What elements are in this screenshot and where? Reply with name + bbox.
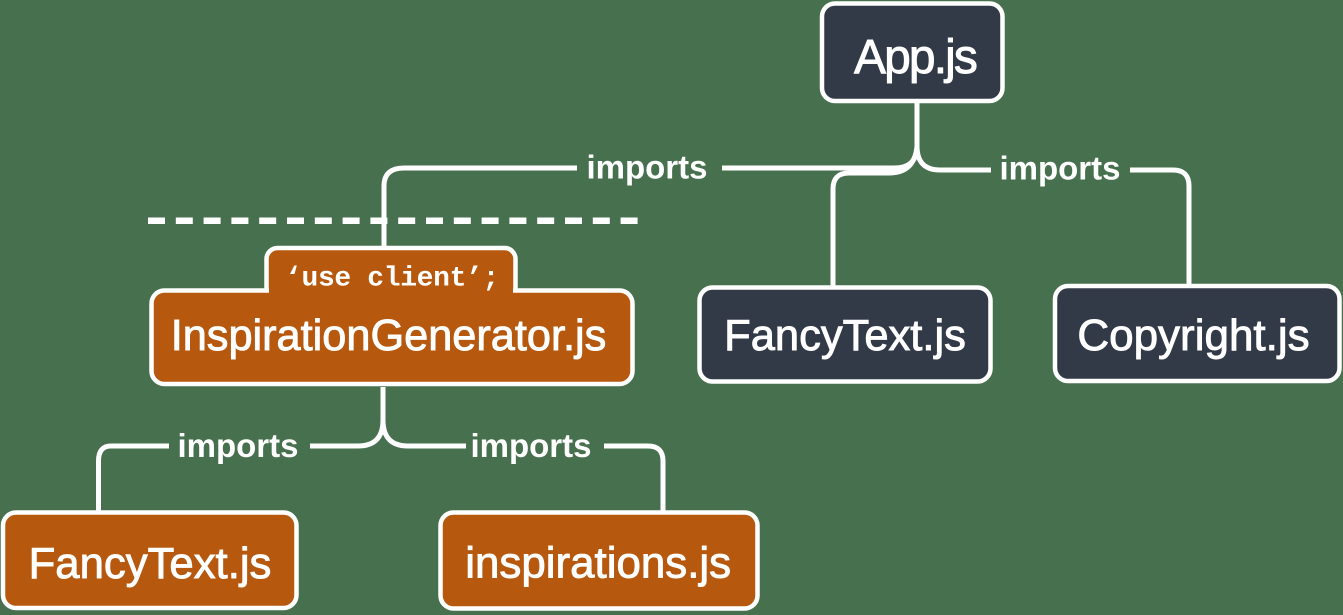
svg-text:imports: imports [470,427,591,464]
svg-text:inspirations.js: inspirations.js [465,539,731,588]
svg-text:App.js: App.js [854,31,977,84]
svg-text:InspirationGenerator.js: InspirationGenerator.js [171,312,607,360]
svg-text:imports: imports [999,150,1120,187]
svg-text:‘use client’;: ‘use client’; [285,264,499,295]
svg-text:imports: imports [177,427,298,464]
svg-text:FancyText.js: FancyText.js [29,539,272,588]
svg-text:FancyText.js: FancyText.js [724,312,966,360]
svg-text:imports: imports [586,149,707,186]
svg-text:Copyright.js: Copyright.js [1077,311,1309,360]
